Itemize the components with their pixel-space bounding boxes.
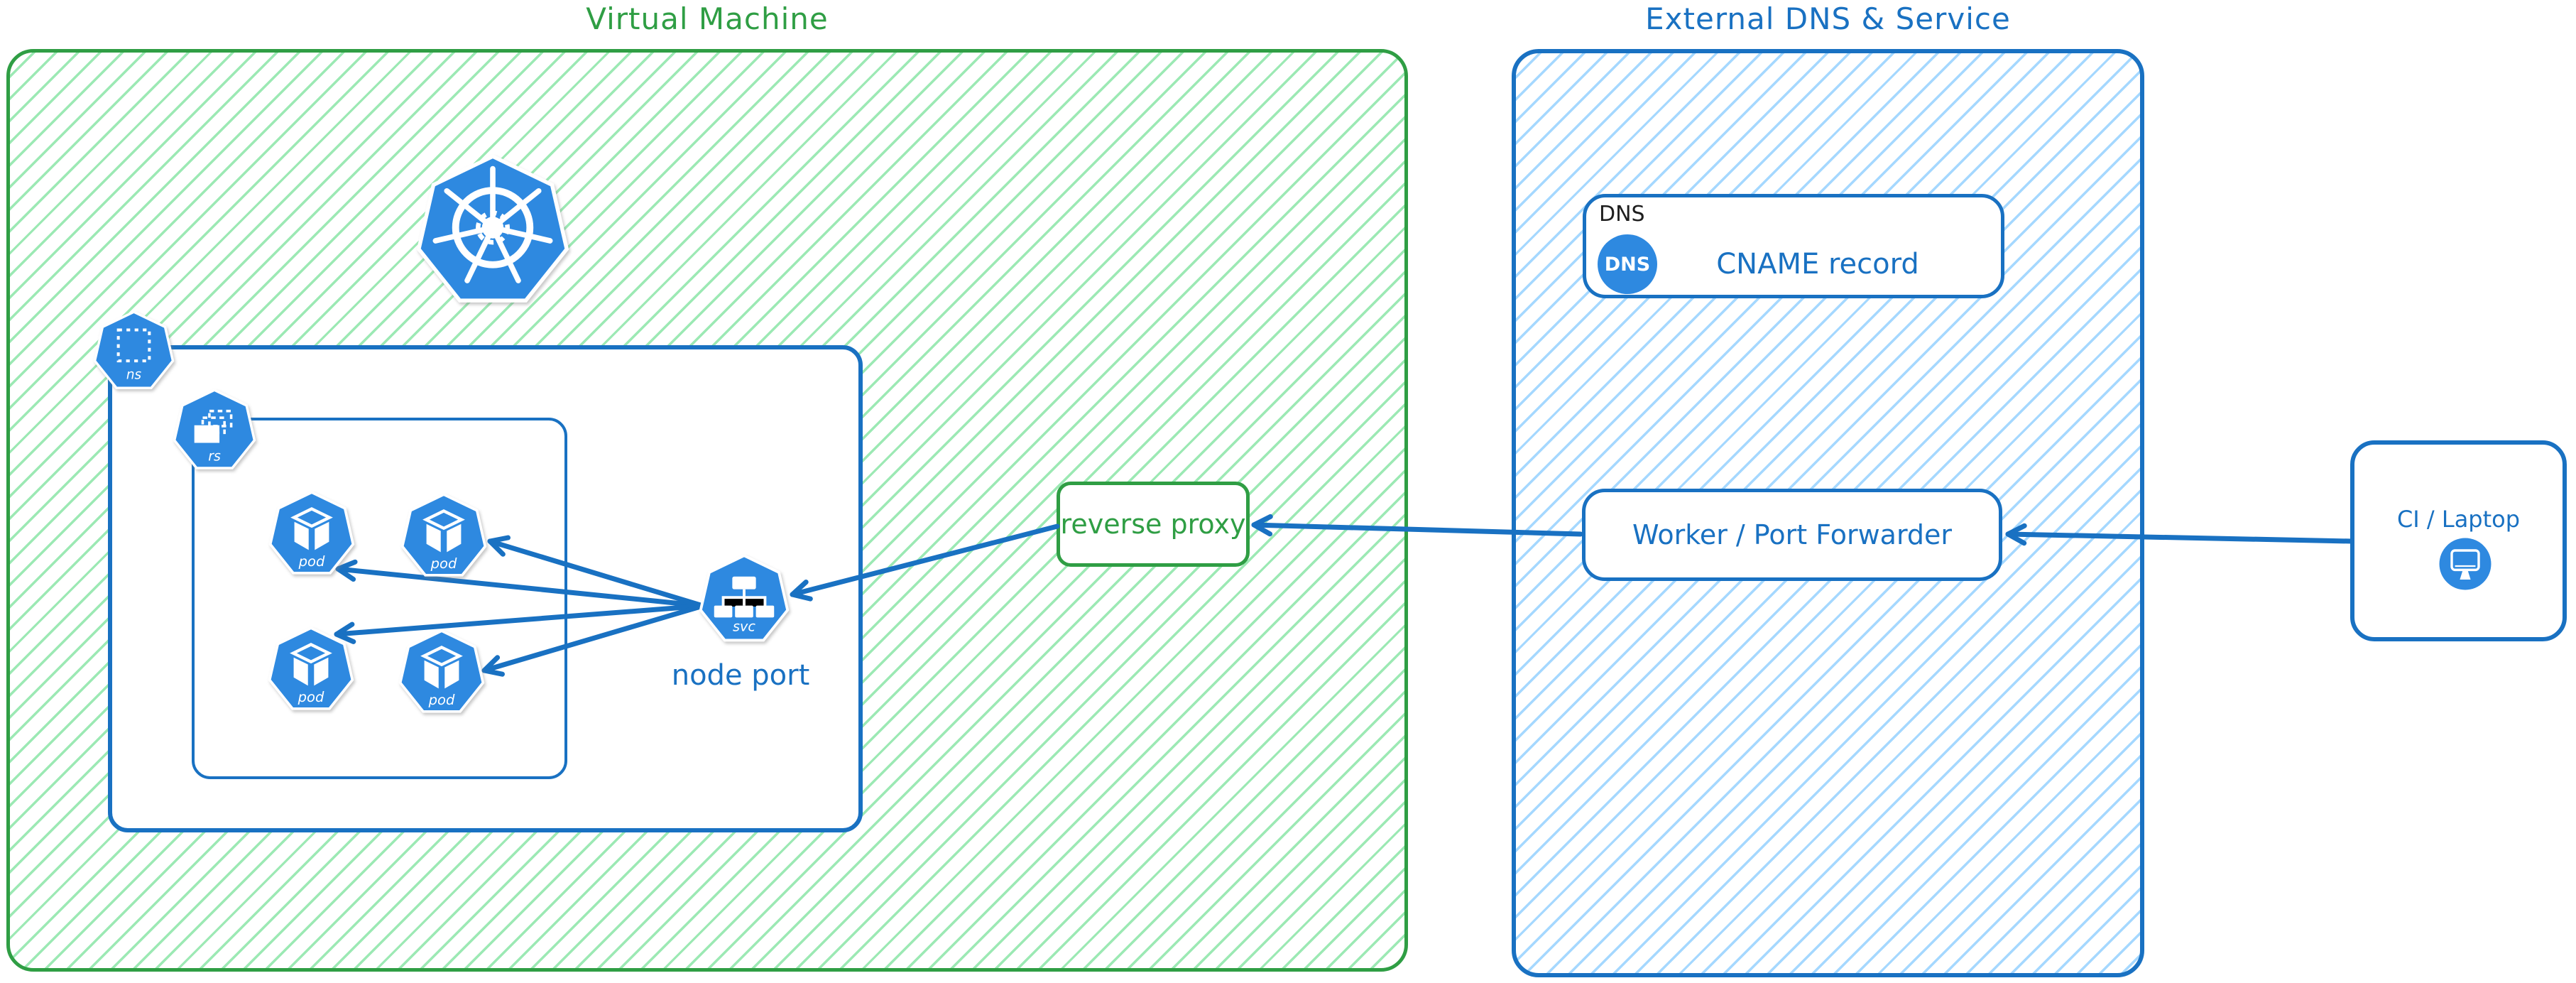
pod-icon-label: pod <box>298 553 325 570</box>
pod-icon-label: pod <box>298 689 324 705</box>
dns-badge-text: DNS <box>1604 253 1651 276</box>
pod-icon: pod <box>268 627 354 710</box>
node-port-label: node port <box>671 659 810 692</box>
cname-record-label: CNAME record <box>1716 248 1919 281</box>
worker-label: Worker / Port Forwarder <box>1632 519 1953 550</box>
rs-icon-label: rs <box>208 448 221 464</box>
pod-icon: pod <box>400 494 487 577</box>
dns-tag-label: DNS <box>1599 202 1645 227</box>
ns-icon-label: ns <box>126 367 142 382</box>
worker-port-forwarder-node: Worker / Port Forwarder <box>1582 489 2002 581</box>
laptop-monitor-icon <box>2439 538 2492 590</box>
replicaset-icon: rs <box>173 389 256 469</box>
reverse-proxy-label: reverse proxy <box>1060 509 1246 540</box>
namespace-icon: ns <box>93 311 175 389</box>
kubernetes-icon <box>416 155 569 303</box>
dns-badge-icon: DNS <box>1598 234 1657 294</box>
service-icon: svc <box>699 555 790 642</box>
external-dns-title: External DNS & Service <box>1645 1 2011 36</box>
pod-icon: pod <box>398 630 485 713</box>
reverse-proxy-node: reverse proxy <box>1057 482 1250 567</box>
svc-icon-label: svc <box>733 619 755 635</box>
pod-icon-label: pod <box>430 555 457 572</box>
dns-record-card <box>1583 194 2004 298</box>
virtual-machine-title: Virtual Machine <box>586 1 829 36</box>
pod-icon-label: pod <box>428 692 455 708</box>
pod-icon: pod <box>268 492 355 575</box>
ci-laptop-label: CI / Laptop <box>2396 506 2521 533</box>
